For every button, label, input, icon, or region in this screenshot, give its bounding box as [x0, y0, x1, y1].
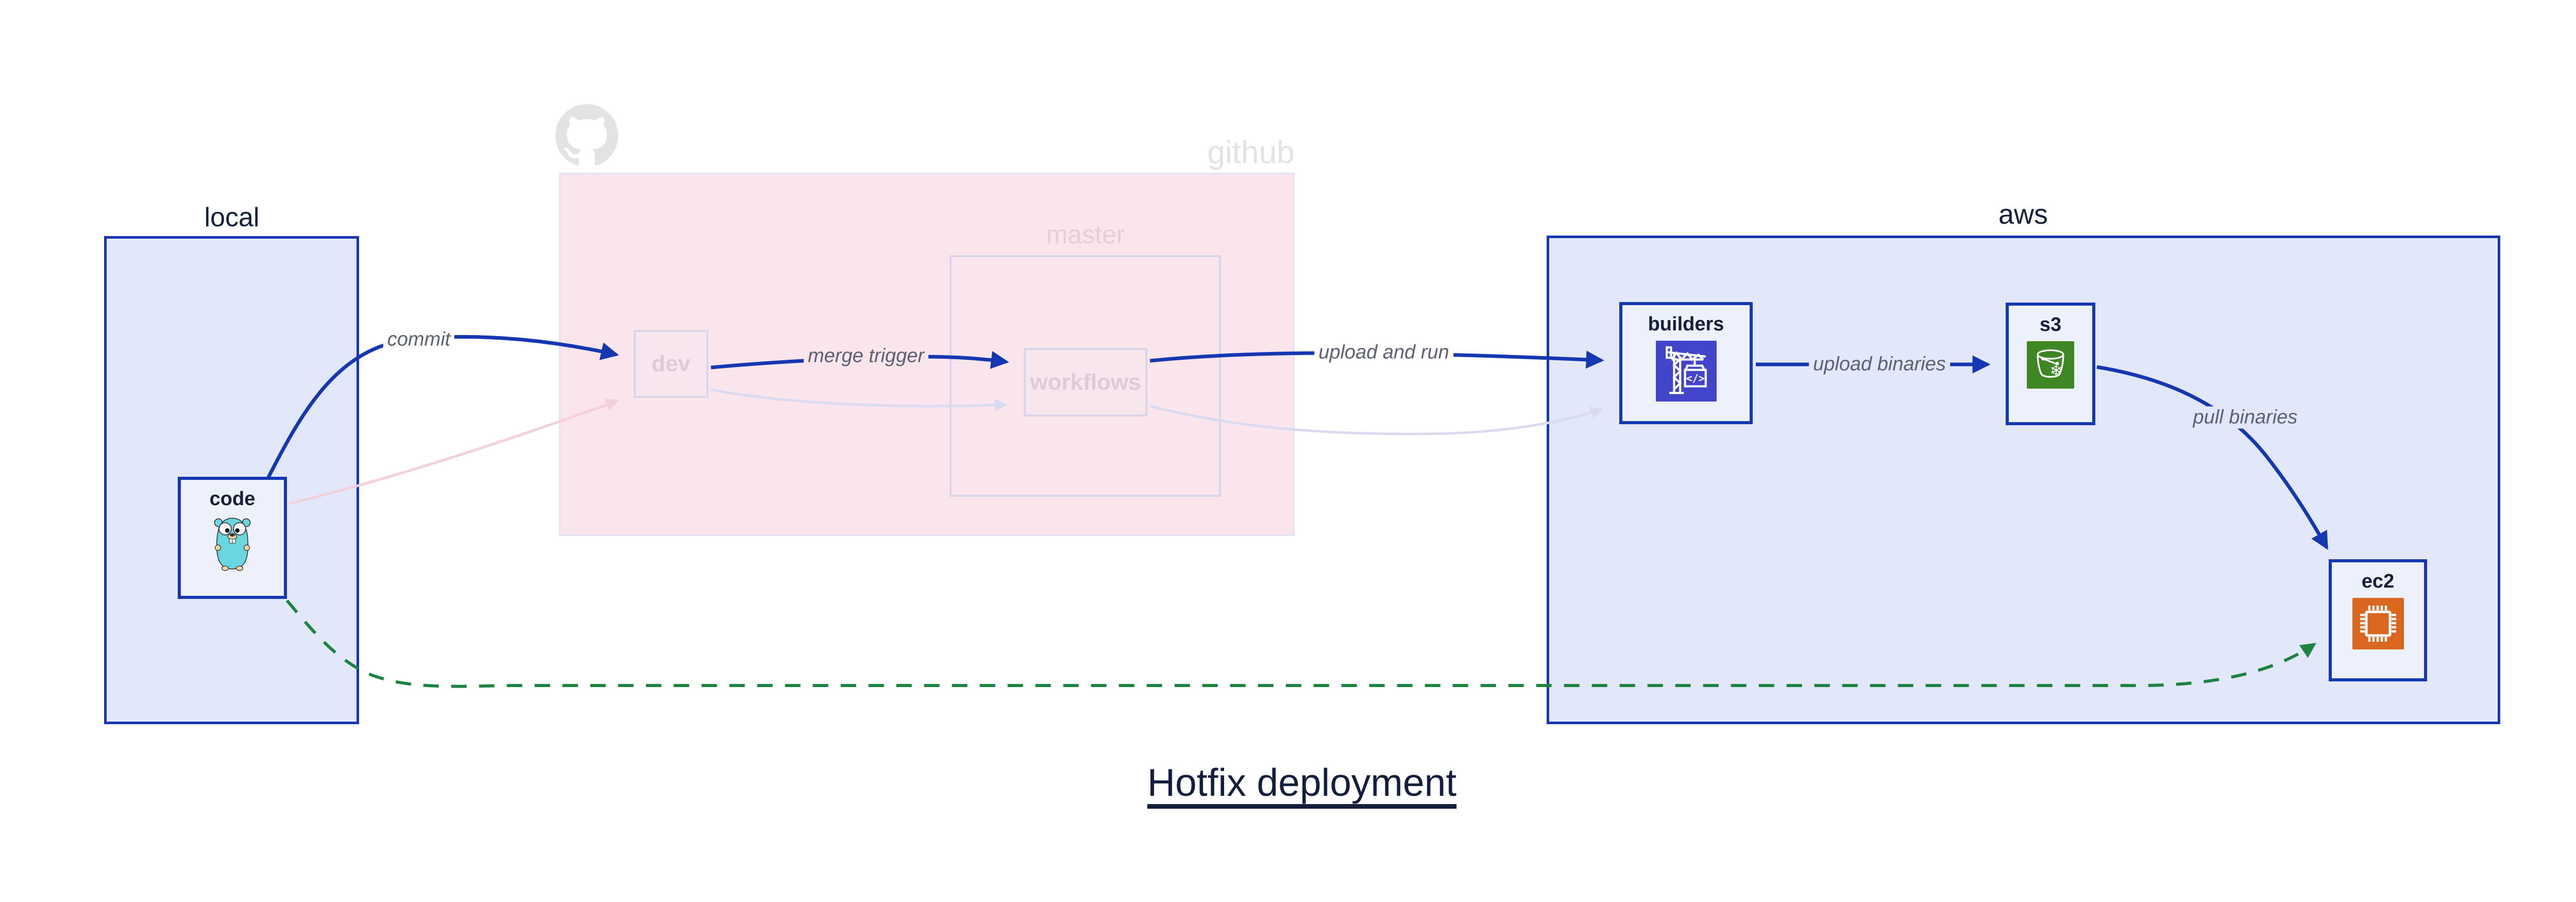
- diagram-title: Hotfix deployment: [1147, 761, 1457, 804]
- go-gopher-icon: [214, 517, 251, 571]
- edge-label-pull-binaries: pull binaries: [2189, 406, 2302, 429]
- github-group-label: github: [1207, 135, 1295, 171]
- node-workflows-label: workflows: [1030, 369, 1141, 395]
- node-dev-label: dev: [651, 351, 691, 376]
- node-workflows: workflows: [1024, 348, 1147, 416]
- edge-label-commit: commit: [383, 328, 455, 351]
- node-dev: dev: [634, 330, 708, 398]
- edge-commit: [266, 335, 619, 479]
- github-octocat-icon: [555, 104, 618, 165]
- edge-pull-binaries: [2096, 365, 2329, 550]
- master-branch-box: [950, 255, 1221, 497]
- edge-code-to-dev-faded: [289, 398, 619, 505]
- master-branch-label: master: [1046, 220, 1125, 249]
- aws-group-label: aws: [1998, 199, 2048, 230]
- edge-label-upload-binaries: upload binaries: [1809, 353, 1950, 376]
- aws-codebuild-crane-icon: </>: [1655, 341, 1717, 402]
- edge-workflows-to-builders-faded: [1149, 405, 1603, 436]
- node-ec2: ec2: [2329, 559, 2427, 681]
- node-s3-label: s3: [2039, 314, 2062, 336]
- ec2-chip-icon: [2352, 598, 2404, 649]
- node-code-label: code: [209, 488, 256, 510]
- s3-glacier-bucket-icon: ❄: [2027, 341, 2074, 389]
- codebuild-icon-text: </>: [1686, 372, 1704, 385]
- edge-label-upload-and-run: upload and run: [1314, 341, 1453, 364]
- edge-dev-to-workflows-faded: [710, 388, 1008, 412]
- node-s3: s3 ❄: [2006, 303, 2095, 425]
- node-builders: builders </>: [1619, 302, 1753, 424]
- edge-label-merge-trigger: merge trigger: [804, 345, 928, 368]
- edge-hotfix-dashed: [285, 599, 2316, 688]
- node-builders-label: builders: [1648, 313, 1724, 335]
- node-code: code: [178, 477, 287, 599]
- glacier-snowflake-glyph: ❄: [2050, 362, 2063, 379]
- node-ec2-label: ec2: [2361, 571, 2395, 592]
- local-group-label: local: [204, 203, 260, 232]
